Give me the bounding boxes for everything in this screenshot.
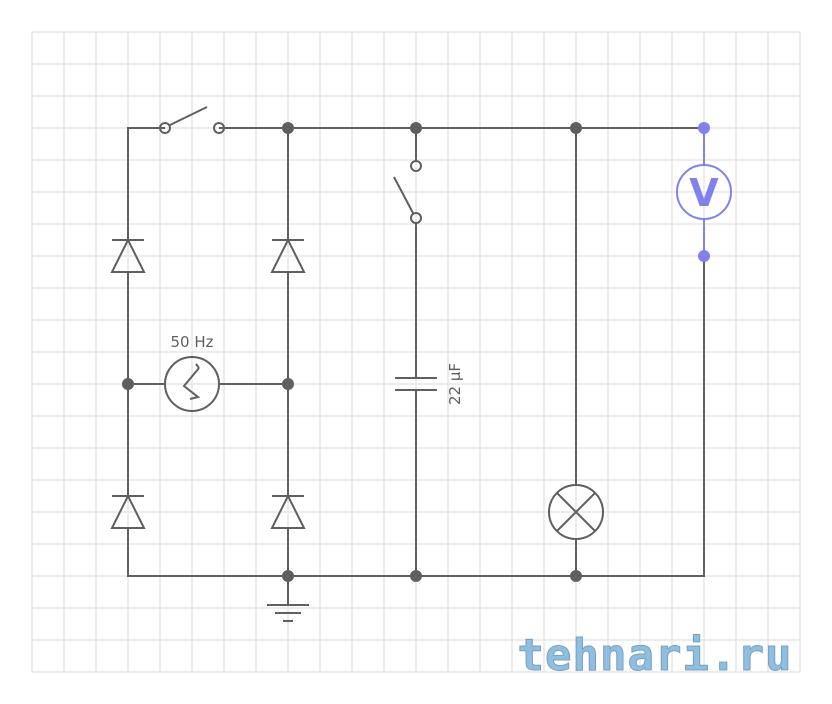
- diode-top-right: [270, 237, 306, 273]
- main-switch[interactable]: [159, 106, 225, 134]
- diode-bottom-right: [270, 493, 306, 529]
- ground-symbol: [267, 604, 309, 622]
- junction-nodes: [122, 122, 582, 582]
- ac-source: 50 Hz: [164, 333, 220, 412]
- capacitor: 22 µF: [395, 363, 464, 405]
- capacitor-switch[interactable]: [393, 160, 422, 224]
- lamp: [548, 484, 604, 540]
- diode-bottom-left: [110, 493, 146, 529]
- voltmeter[interactable]: V: [676, 122, 732, 262]
- capacitor-label: 22 µF: [446, 363, 464, 405]
- watermark: tehnari.ru: [518, 630, 793, 681]
- diode-top-left: [110, 237, 146, 273]
- source-label: 50 Hz: [170, 333, 213, 351]
- voltmeter-label: V: [689, 171, 719, 215]
